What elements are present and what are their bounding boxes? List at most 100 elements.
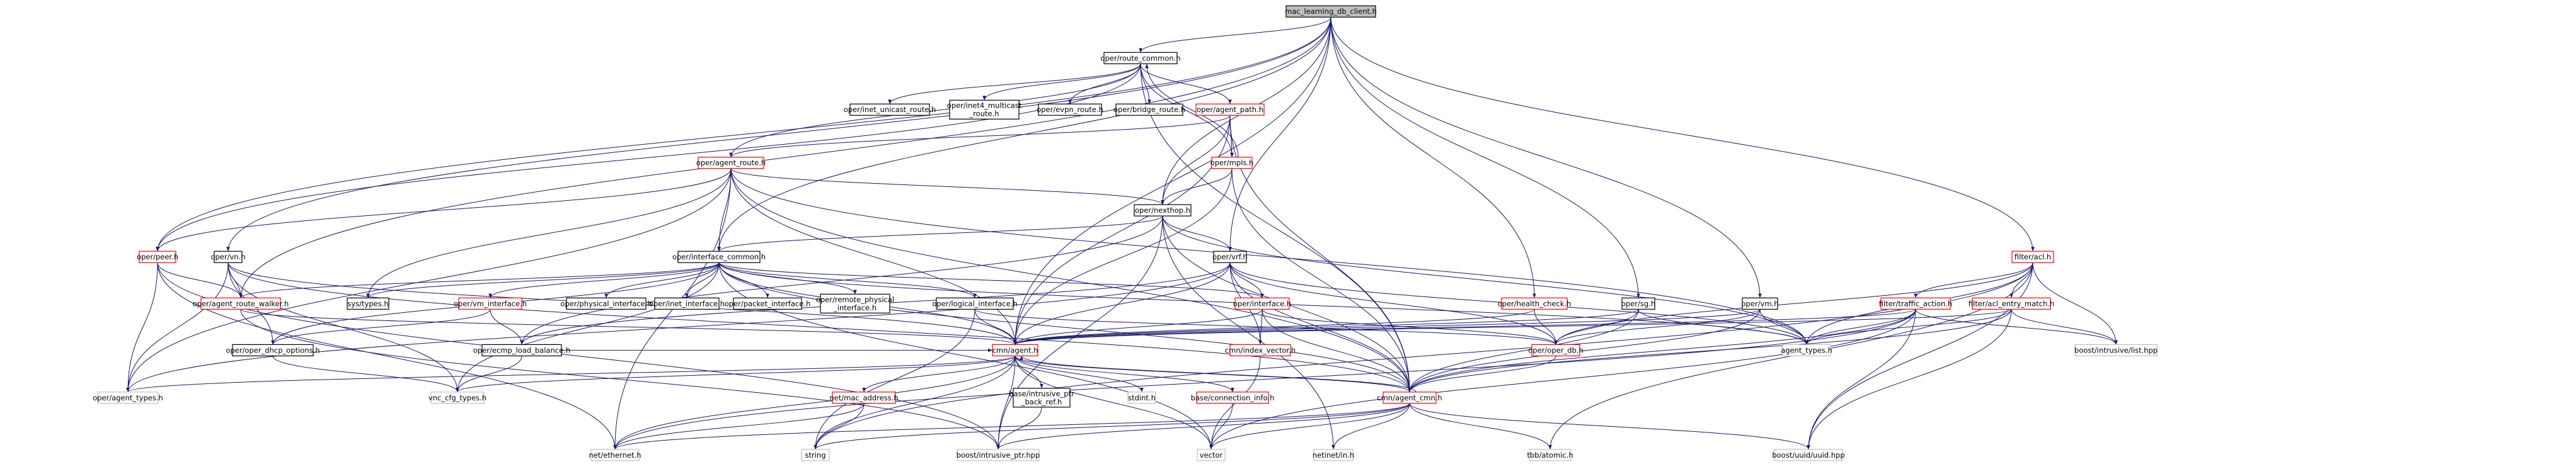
node-box[interactable] (1234, 297, 1290, 310)
node-box[interactable] (677, 251, 761, 263)
node-box[interactable] (1742, 297, 1778, 310)
node-box[interactable] (1880, 297, 1951, 310)
node-ecmp-load-balance[interactable]: oper/ecmp_load_balance.h (473, 344, 570, 357)
node-box[interactable] (430, 392, 485, 404)
node-agent-route[interactable]: oper/agent_route.h (696, 157, 766, 169)
node-box[interactable] (1383, 392, 1437, 404)
node-agent-path[interactable]: oper/agent_path.h (1195, 103, 1265, 116)
node-box[interactable] (1211, 157, 1253, 169)
node-intrusive-ptr[interactable]: boost/intrusive_ptr.hpp (957, 449, 1040, 461)
node-box[interactable] (1782, 344, 1831, 357)
node-box[interactable] (139, 251, 176, 263)
node-evpn-route[interactable]: oper/evpn_route.h (1037, 103, 1103, 116)
node-sg[interactable]: oper/sg.h (1621, 297, 1655, 310)
node-box[interactable] (1196, 392, 1269, 404)
node-index-vector[interactable]: cmn/index_vector.h (1225, 344, 1296, 357)
node-box[interactable] (733, 297, 802, 310)
node-net-ethernet[interactable]: net/ethernet.h (589, 449, 641, 461)
node-box[interactable] (1127, 392, 1156, 404)
node-box[interactable] (214, 251, 243, 263)
node-vrf[interactable]: oper/vrf.h (1212, 251, 1248, 263)
node-route-common[interactable]: oper/route_common.h (1100, 52, 1181, 64)
node-box[interactable] (200, 297, 281, 310)
node-connection-info[interactable]: base/connection_info.h (1191, 392, 1275, 404)
node-stdint[interactable]: stdint.h (1127, 392, 1156, 404)
node-box[interactable] (992, 344, 1038, 357)
node-uuid-hpp[interactable]: boost/uuid/uuid.hpp (1772, 449, 1845, 461)
node-vm-interface[interactable]: oper/vm_interface.h (454, 297, 527, 310)
node-physical-interface[interactable]: oper/physical_interface.h (560, 297, 652, 310)
node-box[interactable] (1774, 449, 1843, 461)
node-box[interactable] (1103, 52, 1178, 64)
node-agent-cmn[interactable]: cmn/agent_cmn.h (1377, 392, 1442, 404)
node-peer[interactable]: oper/peer.h (137, 251, 178, 263)
node-traffic-action[interactable]: filter/traffic_action.h (1879, 297, 1952, 310)
node-box[interactable] (698, 157, 764, 169)
node-box[interactable] (957, 449, 1040, 461)
node-box[interactable] (481, 344, 562, 357)
node-box[interactable] (849, 103, 930, 116)
node-packet-interface[interactable]: oper/packet_interface.h (725, 297, 811, 310)
node-nexthop[interactable]: oper/nexthop.h (1134, 204, 1192, 217)
node-box[interactable] (566, 297, 647, 310)
node-inet4-multicast-route[interactable]: oper/inet4_multicast_route.h (947, 99, 1022, 120)
node-vn[interactable]: oper/vn.h (210, 251, 246, 263)
node-box[interactable] (1529, 449, 1572, 461)
node-interface-common[interactable]: oper/interface_common.h (672, 251, 766, 263)
node-box[interactable] (949, 99, 1020, 120)
node-bridge-route[interactable]: oper/bridge_route.h (1113, 103, 1185, 116)
node-sys-types[interactable]: sys/types.h (347, 297, 389, 310)
node-box[interactable] (1038, 103, 1102, 116)
node-box[interactable] (232, 344, 314, 357)
node-acl-entry-match[interactable]: filter/acl_entry_match.h (1969, 297, 2054, 310)
node-box[interactable] (458, 297, 522, 310)
node-box[interactable] (2074, 344, 2158, 357)
node-box[interactable] (1229, 344, 1291, 357)
node-box[interactable] (936, 297, 1014, 310)
node-oper-interface[interactable]: oper/interface.h (1233, 297, 1291, 310)
node-agent-types[interactable]: agent_types.h (1781, 344, 1832, 357)
node-inet-unicast-route[interactable]: oper/inet_unicast_route.h (844, 103, 936, 116)
node-box[interactable] (1134, 204, 1192, 217)
node-tbb-atomic[interactable]: tbb/atomic.h (1527, 449, 1573, 461)
node-net-mac-address[interactable]: net/mac_address.h (829, 392, 899, 404)
node-vnc-cfg-types[interactable]: vnc_cfg_types.h (428, 392, 486, 404)
node-remote-physical-interface[interactable]: oper/remote_physical_interface.h (816, 293, 894, 313)
node-box[interactable] (347, 297, 389, 310)
node-box[interactable] (1013, 388, 1071, 408)
node-logical-interface[interactable]: oper/logical_interface.h (932, 297, 1018, 310)
node-inet-interface[interactable]: oper/inet_interface.h (649, 297, 725, 310)
node-box[interactable] (1501, 297, 1568, 310)
node-netinet-in[interactable]: netinet/in.h (1313, 449, 1354, 461)
node-box[interactable] (654, 297, 720, 310)
node-box[interactable] (1285, 5, 1376, 18)
node-box[interactable] (1115, 103, 1183, 116)
node-vector[interactable]: vector (1197, 449, 1226, 461)
node-oper-vm[interactable]: oper/vm.h (1742, 297, 1779, 310)
node-intrusive-ptr-back-ref[interactable]: base/intrusive_ptr_back_ref.h (1009, 388, 1074, 408)
node-cmn-agent[interactable]: cmn/agent.h (992, 344, 1038, 357)
node-box[interactable] (820, 293, 890, 313)
node-root[interactable]: mac_learning_db_client.h (1285, 5, 1377, 18)
node-box[interactable] (1197, 449, 1226, 461)
node-box[interactable] (1213, 251, 1247, 263)
node-box[interactable] (2011, 251, 2054, 263)
node-oper-agent-types[interactable]: oper/agent_types.h (93, 392, 163, 404)
node-box[interactable] (590, 449, 640, 461)
node-box[interactable] (832, 392, 896, 404)
node-agent-route-walker[interactable]: oper/agent_route_walker.h (193, 297, 289, 310)
node-health-check[interactable]: oper/health_check.h (1498, 297, 1572, 310)
node-box[interactable] (1972, 297, 2051, 310)
node-box[interactable] (801, 449, 830, 461)
node-box[interactable] (1621, 297, 1655, 310)
node-mpls[interactable]: oper/mpls.h (1210, 157, 1254, 169)
node-oper-dhcp-options[interactable]: oper/oper_dhcp_options.h (226, 344, 320, 357)
node-intrusive-list[interactable]: boost/intrusive/list.hpp (2074, 344, 2158, 357)
node-box[interactable] (97, 392, 159, 404)
node-box[interactable] (1531, 344, 1580, 357)
node-string[interactable]: string (801, 449, 830, 461)
node-oper-db[interactable]: oper/oper_db.h (1528, 344, 1584, 357)
node-box[interactable] (1313, 449, 1354, 461)
node-box[interactable] (1195, 103, 1265, 116)
node-filter-acl[interactable]: filter/acl.h (2011, 251, 2054, 263)
